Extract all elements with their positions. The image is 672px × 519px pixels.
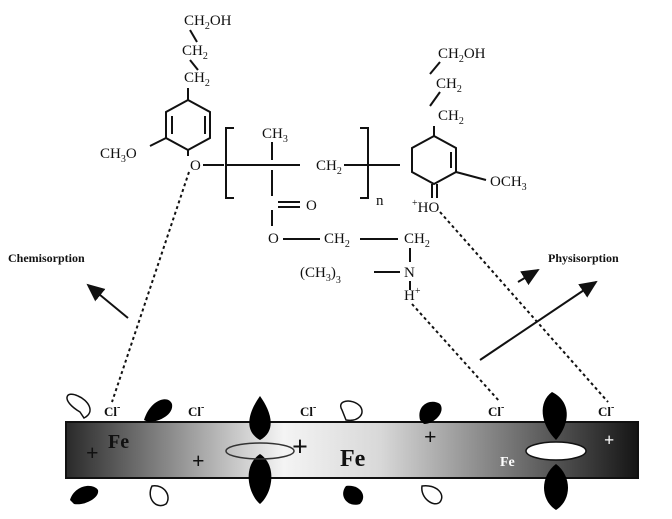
left-methoxy-bond xyxy=(149,137,167,147)
interaction-lines xyxy=(111,171,609,403)
surface-plus-2: + xyxy=(192,448,205,473)
repeat-n-label: n xyxy=(376,193,384,209)
surface-plus-1: + xyxy=(86,440,99,465)
right-bracket xyxy=(360,127,369,199)
physisorption-arrow xyxy=(479,280,598,361)
orbital-lobe-12 xyxy=(544,464,568,510)
surface-plus-5: + xyxy=(604,430,614,450)
left-ch2a-label: CH2 xyxy=(182,43,208,62)
right-ring xyxy=(411,134,457,186)
orbital-lobe-1 xyxy=(66,393,91,419)
right-bond-1 xyxy=(429,61,441,75)
left-bond-2 xyxy=(189,59,199,71)
left-aromatic-unit: CH2OH CH2 CH2 CH3O O xyxy=(100,13,232,174)
orbital-lobe-7 xyxy=(70,485,99,505)
cl-ion-3: Cl- xyxy=(300,402,316,419)
physisorption-label: Physisorption xyxy=(548,251,619,265)
cl-ion-2: Cl- xyxy=(188,402,204,419)
d-orbital-ring-1 xyxy=(225,442,295,460)
left-ch2oh-label: CH2OH xyxy=(184,13,232,32)
orbital-lobe-8 xyxy=(149,485,169,507)
physisorption-small-arrow xyxy=(517,268,540,286)
right-ch2b-label: CH2 xyxy=(438,108,464,127)
orbital-lobe-11 xyxy=(421,485,443,505)
right-carbonyl-double-bond xyxy=(431,184,438,198)
d-orbital-ring-2 xyxy=(525,441,587,461)
right-methoxy-bond xyxy=(455,171,487,181)
ester-o-label: O xyxy=(268,231,279,247)
carbonyl-o-label: O xyxy=(306,198,317,214)
right-ch2oh-label: CH2OH xyxy=(438,46,486,65)
nme3-label: (CH3)3 xyxy=(300,265,341,286)
fe-label-2: Fe xyxy=(340,446,366,472)
process-labels: Chemisorption Physisorption xyxy=(8,251,619,361)
right-ho-label: +HO xyxy=(412,198,439,216)
left-bracket xyxy=(225,127,234,199)
chemisorption-dashed-line xyxy=(111,171,190,403)
backbone-ch3-label: CH3 xyxy=(262,126,288,145)
surface-plus-4: + xyxy=(424,424,437,449)
nh-cl-dashed-line xyxy=(411,303,501,403)
carbonyl-double-bond xyxy=(278,201,300,208)
left-ring-inner-bonds xyxy=(171,116,206,134)
polymer-backbone: CH3 CH2 O n O CH2 CH2 (CH3)3 N H+ xyxy=(225,126,430,304)
h-plus-label: H+ xyxy=(404,286,421,304)
nch2-label: CH2 xyxy=(404,231,430,250)
left-bond-1 xyxy=(189,29,198,43)
right-bond-2 xyxy=(429,91,441,107)
orbital-lobe-3 xyxy=(249,396,271,440)
cl-ion-4: Cl- xyxy=(488,402,504,419)
surface-plus-3: + xyxy=(292,432,308,463)
och2-label: CH2 xyxy=(324,231,350,250)
orbital-lobe-5 xyxy=(419,401,442,424)
left-ch2b-label: CH2 xyxy=(184,70,210,89)
orbital-lobe-4 xyxy=(339,400,363,422)
right-aromatic-unit: CH2OH CH2 CH2 OCH3 +HO xyxy=(411,46,527,216)
fe-label-1: Fe xyxy=(108,431,129,453)
n-label: N xyxy=(404,265,415,281)
orbital-lobe-2 xyxy=(144,399,173,422)
backbone-ch2-label: CH2 xyxy=(316,158,342,177)
left-o-link: O xyxy=(190,158,201,174)
chemisorption-arrow xyxy=(86,283,129,319)
ho-cl-dashed-line xyxy=(439,211,609,403)
fe-label-3: Fe xyxy=(500,455,515,470)
metal-surface: Cl- Cl- Cl- Cl- Cl- + Fe + + Fe + Fe + xyxy=(65,392,639,510)
cl-ion-5: Cl- xyxy=(598,402,614,419)
orbital-lobe-10 xyxy=(343,485,364,505)
cl-ion-1: Cl- xyxy=(104,402,120,419)
chemisorption-label: Chemisorption xyxy=(8,251,85,265)
right-och3-label: OCH3 xyxy=(490,174,527,193)
orbital-lobe-9 xyxy=(248,454,272,504)
left-ch3o-label: CH3O xyxy=(100,146,137,165)
orbital-lobe-6 xyxy=(542,392,567,440)
right-ch2a-label: CH2 xyxy=(436,76,462,95)
